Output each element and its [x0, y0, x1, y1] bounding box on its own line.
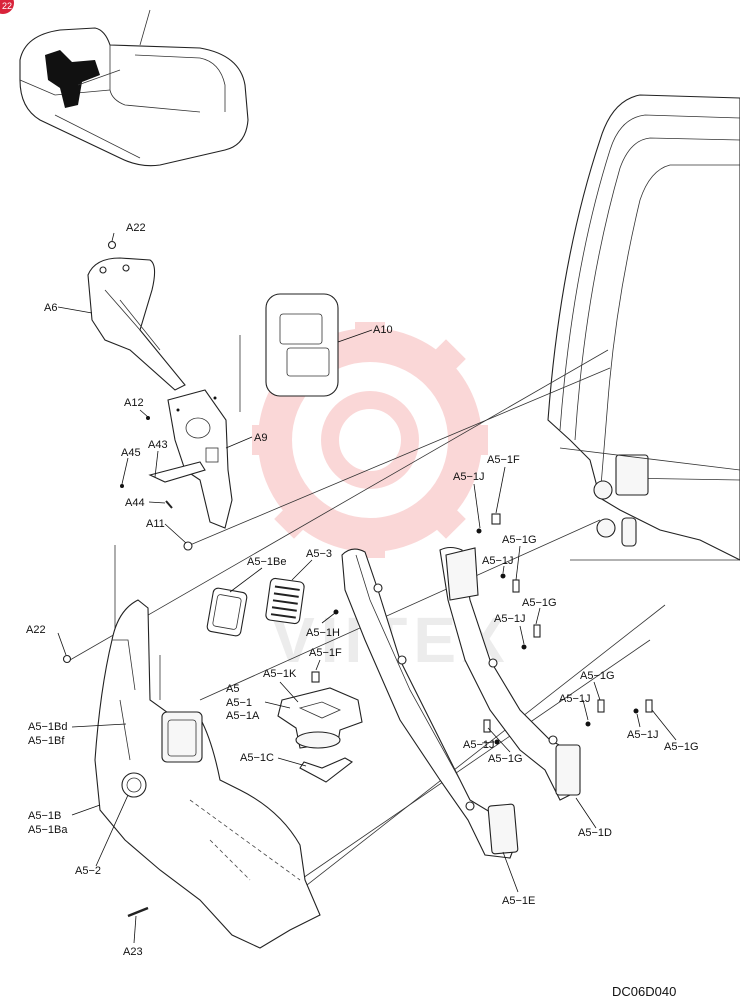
callout-a5-1g-3: A5−1G — [580, 670, 615, 682]
callout-a5-1b: A5−1B — [28, 810, 61, 822]
callout-a5-1g-4: A5−1G — [488, 753, 523, 765]
callout-a5-1g-2: A5−1G — [522, 597, 557, 609]
callout-a5-1a: A5−1A — [226, 710, 260, 722]
part-a5-1e-pillar-trim — [341, 548, 519, 859]
part-a5-1b-lower-cover — [94, 599, 321, 949]
clip-a5-1g-5 — [645, 699, 653, 713]
page-corner-badge: 22 — [0, 0, 14, 14]
nut-a5-1j-1 — [476, 528, 482, 534]
callout-a22-mid: A22 — [26, 624, 46, 636]
part-a5-1d-pillar-trim — [439, 546, 581, 801]
part-a5-1be-pad — [206, 587, 248, 637]
clip-a5-1g-2 — [533, 624, 541, 638]
clip-a5-1g-3 — [597, 699, 605, 713]
part-a10-panel — [265, 293, 339, 397]
callout-a43: A43 — [148, 439, 168, 451]
clip-a5-1f-top — [491, 513, 501, 525]
callout-a45: A45 — [121, 447, 141, 459]
clip-a5-1g-1 — [512, 579, 520, 593]
nut-a5-1j-5 — [585, 721, 591, 727]
callout-a5-1f-mid: A5−1F — [309, 647, 342, 659]
nut-a5-1j-2 — [500, 573, 506, 579]
callout-a5-1h: A5−1H — [306, 627, 340, 639]
callout-a6: A6 — [44, 302, 57, 314]
callout-a5-1f-top: A5−1F — [487, 454, 520, 466]
callout-a5-1g-5: A5−1G — [664, 741, 699, 753]
fastener-parts — [62, 240, 653, 918]
callout-a11: A11 — [146, 518, 165, 530]
callout-a44: A44 — [125, 497, 145, 509]
part-a43-small-bracket — [148, 461, 206, 483]
part-a5-3-vent-grille — [265, 577, 305, 625]
part-a5-1c-bracket — [299, 757, 353, 783]
callout-a12: A12 — [124, 397, 144, 409]
watermark-gear-logo — [252, 322, 488, 558]
callout-a5-1be: A5−1Be — [247, 556, 286, 568]
callout-a5-1j-3: A5−1J — [494, 613, 526, 625]
callout-a5-1e: A5−1E — [502, 895, 535, 907]
callout-a5-1: A5−1 — [226, 697, 252, 709]
part-a9-bracket-plate — [167, 389, 233, 529]
callout-a5-1g-1: A5−1G — [502, 534, 537, 546]
callout-a5-1bf: A5−1Bf — [28, 735, 65, 747]
callout-a5-1j-top: A5−1J — [453, 471, 485, 483]
screw-a23 — [127, 906, 149, 918]
callout-a10: A10 — [373, 324, 393, 336]
screw-a44 — [165, 500, 173, 509]
vehicle-overview-inset — [19, 9, 249, 167]
callout-a23: A23 — [123, 946, 143, 958]
screw-a11 — [183, 541, 193, 551]
callout-a5-3: A5−3 — [306, 548, 332, 560]
cab-door-frame — [547, 94, 740, 561]
callout-a5-1j-5: A5−1J — [463, 739, 495, 751]
callout-a5-1j-2: A5−1J — [482, 555, 514, 567]
callout-a5: A5 — [226, 683, 239, 695]
callout-a9: A9 — [254, 432, 267, 444]
clip-a5-1g-4 — [483, 719, 491, 733]
callout-labels: A22 A6 A10 A12 A9 A43 A45 A44 A11 A5−1F … — [26, 222, 699, 958]
part-a6-upper-cover — [87, 257, 186, 391]
callout-a22-top: A22 — [126, 222, 146, 234]
callout-a5-1d: A5−1D — [578, 827, 612, 839]
callout-a5-1j-4: A5−1J — [559, 693, 591, 705]
callout-a5-1j-6: A5−1J — [627, 729, 659, 741]
screw-a22-mid — [62, 654, 72, 664]
callout-leader-lines — [57, 232, 677, 944]
nut-a45 — [120, 484, 124, 488]
nut-a12 — [146, 416, 150, 420]
callout-a5-1k: A5−1K — [263, 668, 297, 680]
clip-a5-1f-mid — [311, 671, 320, 683]
drawing-code: DC06D040 — [612, 984, 676, 999]
callout-a5-1bd: A5−1Bd — [28, 721, 67, 733]
screw-a22-top — [107, 240, 117, 250]
nut-a5-1j-4 — [494, 739, 500, 745]
callout-a5-2: A5−2 — [75, 865, 101, 877]
part-a5-1-duct-assembly — [277, 687, 363, 749]
callout-a5-1ba: A5−1Ba — [28, 824, 68, 836]
nut-a5-1j-6 — [633, 708, 639, 714]
nut-a5-1j-3 — [521, 644, 527, 650]
callout-a5-1c: A5−1C — [240, 752, 274, 764]
